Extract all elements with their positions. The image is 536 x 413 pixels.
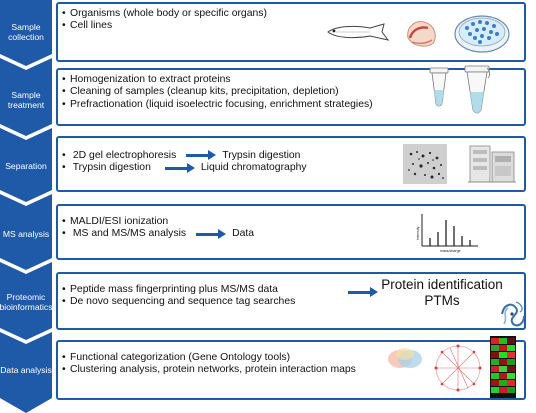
stage-box-sample-collection: Organisms (whole body or specific organs… — [56, 2, 526, 62]
stage-box-ms-analysis: MALDI/ESI ionization MS and MS/MS analys… — [56, 204, 526, 260]
result-line: PTMs — [367, 293, 517, 309]
stage-box-data-analysis: Functional categorization (Gene Ontology… — [56, 340, 526, 400]
stage-label-proteomic-bioinformatics: Proteomic bioinformatics — [0, 280, 52, 324]
bullet-item: Cell lines — [62, 20, 267, 32]
stage-label-sample-collection: Sample collection — [0, 12, 52, 52]
flow-source: MS and MS/MS analysis — [73, 228, 186, 239]
right-arrow-icon — [165, 163, 195, 173]
petri-dish-cells-icon — [453, 10, 511, 56]
microtube-icon — [462, 64, 492, 118]
zebrafish-icon — [326, 20, 392, 44]
bullet-item: MALDI/ESI ionization — [62, 216, 254, 228]
stage-label-sample-treatment: Sample treatment — [0, 80, 52, 120]
flow-target: Data — [232, 228, 254, 239]
flow-row: Trypsin digestion Liquid chromatography — [62, 162, 307, 174]
network-map-icon — [432, 342, 484, 394]
flow-target: Trypsin digestion — [222, 150, 300, 161]
stage-label-data-analysis: Data analysis — [0, 350, 52, 390]
bullet-item: Prefractionation (liquid isoelectric foc… — [62, 99, 373, 111]
2d-gel-image-icon — [403, 144, 447, 184]
flow-source: Trypsin digestion — [73, 162, 151, 173]
flow-row: 2D gel electrophoresis Trypsin digestion — [62, 150, 307, 162]
bullet-item: De novo sequencing and sequence tag sear… — [62, 296, 295, 308]
flow-row: MS and MS/MS analysis Data — [62, 228, 254, 240]
tissue-slice-icon — [402, 16, 442, 52]
protein-structure-icon — [498, 298, 528, 330]
bullet-item: Peptide mass fingerprinting plus MS/MS d… — [62, 284, 295, 296]
flow-source: 2D gel electrophoresis — [73, 150, 176, 161]
mass-spectrum-icon: Intensity mass/charge — [412, 210, 482, 256]
flow-target: Liquid chromatography — [201, 162, 307, 173]
stage-box-proteomic-bioinformatics: Peptide mass fingerprinting plus MS/MS d… — [56, 272, 526, 330]
spectrum-xlabel: mass/charge — [440, 249, 461, 253]
stage-label-ms-analysis: MS analysis — [0, 214, 52, 254]
heatmap-icon — [490, 336, 516, 398]
right-arrow-icon — [186, 150, 216, 160]
bullet-item: Homogenization to extract proteins — [62, 74, 373, 86]
venn-diagram-icon — [386, 346, 424, 372]
result-line: Protein identification — [367, 277, 517, 293]
result-text: Protein identification PTMs — [367, 277, 517, 309]
stage-box-sample-treatment: Homogenization to extract proteins Clean… — [56, 68, 526, 126]
bullet-item: Cleaning of samples (cleanup kits, preci… — [62, 86, 373, 98]
spectrum-ylabel: Intensity — [416, 226, 420, 240]
microtube-icon — [428, 66, 450, 110]
bullet-item: Clustering analysis, protein networks, p… — [62, 364, 356, 376]
stage-label-separation: Separation — [0, 146, 52, 186]
lc-instrument-icon — [466, 142, 518, 186]
bullet-item: Organisms (whole body or specific organs… — [62, 8, 267, 20]
right-arrow-icon — [196, 229, 226, 239]
bullet-item: Functional categorization (Gene Ontology… — [62, 352, 356, 364]
